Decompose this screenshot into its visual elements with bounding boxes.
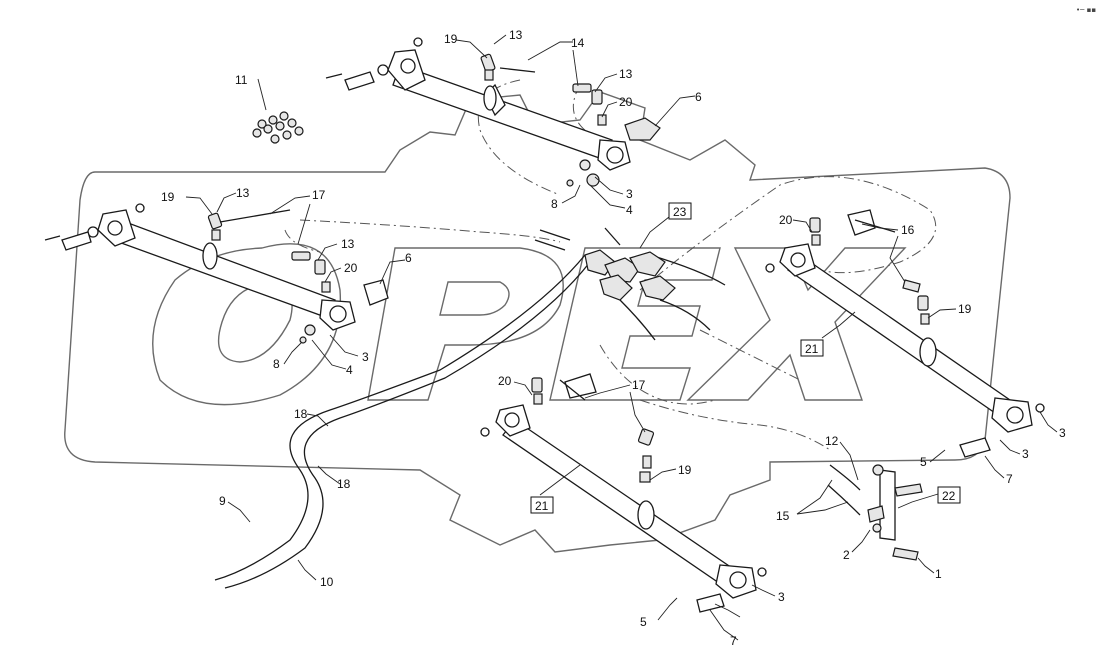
callout-label: 7 (1006, 472, 1013, 486)
callout-label: 13 (619, 67, 633, 81)
boxed-callout-label: 21 (805, 342, 819, 356)
callout-label: 20 (498, 374, 512, 388)
callout-label: 3 (362, 350, 369, 364)
hydraulic-cylinder-right (765, 209, 1045, 458)
callout-label: 13 (509, 28, 523, 42)
callout-label: 6 (695, 90, 702, 104)
callout-label: 3 (1059, 426, 1066, 440)
callout-label: 3 (1022, 447, 1029, 461)
valve-block (584, 249, 676, 301)
callout-label: 19 (678, 463, 692, 477)
callout-label: 20 (344, 261, 358, 275)
callout-label: 8 (551, 197, 558, 211)
callout-label: 18 (337, 477, 351, 491)
boxed-callouts: 23 21 21 22 (530, 202, 961, 514)
callout-label: 3 (778, 590, 785, 604)
callout-label: 13 (236, 186, 250, 200)
callout-label: 8 (273, 357, 280, 371)
callout-label: 17 (312, 188, 326, 202)
fittings (207, 53, 930, 483)
hoses (219, 67, 896, 516)
watermark-gear-outline (64, 91, 1011, 553)
bracket-assembly (867, 464, 923, 561)
long-hose-pair (214, 254, 591, 589)
callout-label: 7 (730, 634, 737, 648)
hydraulic-cylinder-left (44, 203, 389, 331)
callout-label: 19 (444, 32, 458, 46)
callout-label: 9 (219, 494, 226, 508)
callout-leaders (185, 34, 1058, 641)
boxed-callout-label: 23 (673, 205, 687, 219)
callout-label: 4 (626, 203, 633, 217)
callout-label: 1 (935, 567, 942, 581)
callout-label: 19 (958, 302, 972, 316)
callout-label: 14 (571, 36, 585, 50)
callout-label: 17 (632, 378, 646, 392)
callout-label: 4 (346, 363, 353, 377)
corner-mark: •─ ▪▪ (1076, 6, 1096, 14)
callout-label: 5 (640, 615, 647, 629)
callout-label: 19 (161, 190, 175, 204)
callout-label: 2 (843, 548, 850, 562)
hydraulic-cylinder-bottom (480, 373, 767, 613)
callout-label: 5 (920, 455, 927, 469)
callout-label: 20 (779, 213, 793, 227)
boxed-callout-label: 22 (942, 489, 956, 503)
callout-label: 16 (901, 223, 915, 237)
callout-label: 20 (619, 95, 633, 109)
hydraulic-cylinder-top (325, 37, 631, 171)
callout-label: 15 (776, 509, 790, 523)
callout-label: 13 (341, 237, 355, 251)
nut-set (252, 111, 304, 144)
callout-label: 10 (320, 575, 334, 589)
callout-label: 12 (825, 434, 839, 448)
boxed-callout-label: 21 (535, 499, 549, 513)
callout-label: 18 (294, 407, 308, 421)
callout-label: 11 (235, 73, 248, 87)
callout-label: 6 (405, 251, 412, 265)
callout-labels: 19 13 14 13 20 6 11 8 3 4 19 13 17 13 20… (161, 28, 1066, 648)
callout-label: 3 (626, 187, 633, 201)
